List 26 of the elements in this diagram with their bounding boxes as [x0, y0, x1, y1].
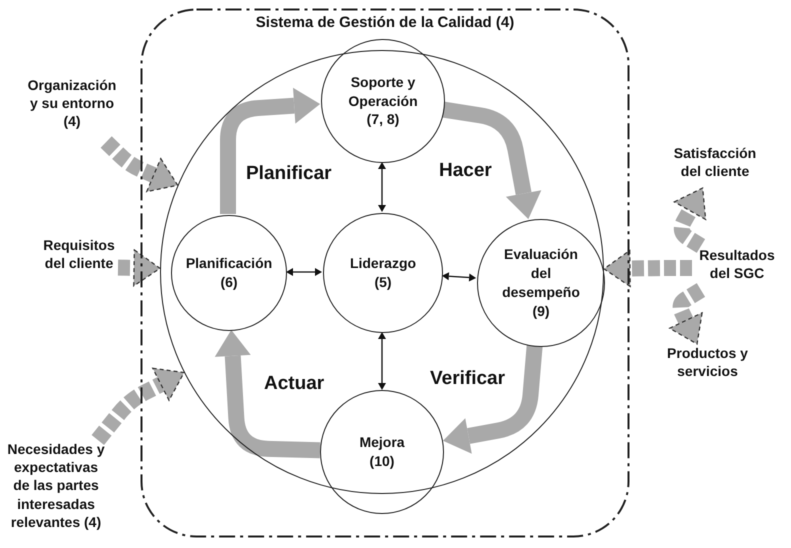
dashed-block-arrow: [118, 249, 161, 286]
system-title: Sistema de Gestión de la Calidad (4): [254, 14, 516, 31]
text-label: Requisitos del cliente: [40, 236, 118, 298]
block-arrow: [220, 88, 320, 214]
double-arrow: [378, 332, 386, 390]
text-label: Organización y su entorno (4): [22, 76, 122, 142]
node-label: Mejora (10): [358, 433, 406, 471]
double-arrow: [286, 268, 322, 276]
text-label: Resultados del SGC: [692, 246, 782, 290]
node-label: Evaluación del desempeño (9): [501, 245, 581, 321]
block-arrow: [214, 330, 320, 458]
dashed-block-arrow: [92, 368, 185, 446]
dashed-block-arrow: [669, 283, 706, 345]
node-label: Planificación (6): [184, 254, 274, 292]
process-circle: [171, 215, 287, 331]
process-circle: [477, 219, 605, 347]
dashed-block-arrow: [100, 136, 178, 192]
text-label: Necesidades y expectativas de las partes interesadas relevantes (4): [4, 440, 108, 544]
double-arrow: [442, 272, 476, 282]
node-label: Soporte y Operación (7, 8): [347, 72, 419, 130]
process-circle: [323, 213, 443, 333]
text-label: Satisfacción del cliente: [665, 144, 765, 188]
node-label: Liderazgo (5): [348, 254, 418, 292]
double-arrow: [378, 162, 386, 212]
text-label: Productos y servicios: [660, 344, 755, 388]
block-arrow: [442, 345, 543, 454]
